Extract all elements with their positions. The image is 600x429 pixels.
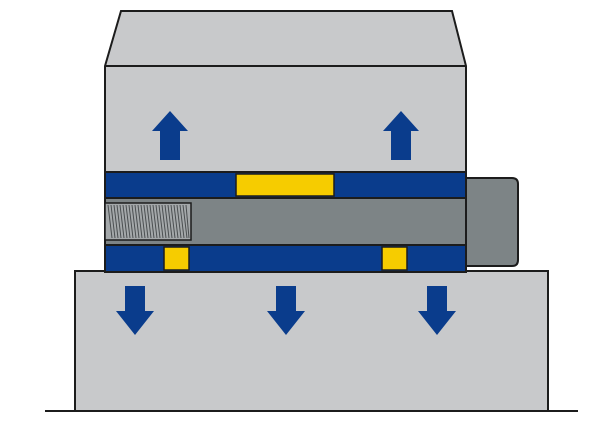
arrow-up-icon [383,111,419,160]
lower-yellow-pad-right [381,246,408,271]
arrow-down-icon [418,286,456,335]
lower-yellow-pad-left [163,246,190,271]
lower-blue-band [104,244,467,273]
arrow-down-icon [116,286,154,335]
arrow-up-icon [152,111,188,160]
bolt-head [461,177,519,267]
top-block [104,10,467,173]
arrow-down-icon [267,286,305,335]
upper-yellow-pad [235,173,335,197]
bolt-thread [104,202,192,241]
base-block [74,270,549,412]
